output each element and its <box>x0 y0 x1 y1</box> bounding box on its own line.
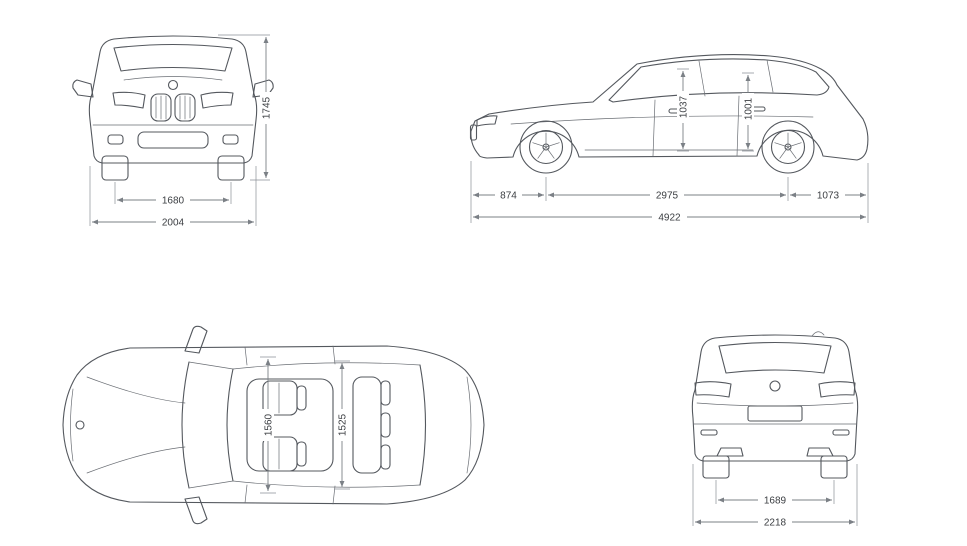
label-bg <box>336 409 348 441</box>
windshield-base <box>181 361 190 489</box>
windshield <box>113 43 233 72</box>
label-bg <box>811 189 845 201</box>
label-bg <box>742 93 754 125</box>
front-wheel-right <box>217 155 245 181</box>
a-pillar-bottom <box>188 480 234 489</box>
dim-track-width: 1680 <box>162 196 185 207</box>
front-dimensions: 1745 1680 2004 <box>89 34 273 229</box>
label-bg <box>260 92 272 124</box>
kidney-grille-side <box>469 124 478 141</box>
label-bg <box>495 189 522 201</box>
grille-slats <box>155 95 191 120</box>
rear-dimensions: 1689 2218 <box>692 464 858 529</box>
front-edge-line <box>70 388 74 462</box>
kidney-grille-left <box>150 93 172 122</box>
label-bg <box>677 91 689 123</box>
front-door-seam <box>652 99 656 157</box>
windshield-top <box>226 368 234 482</box>
rear-bench <box>352 376 391 474</box>
headlight-left <box>112 91 146 109</box>
roof-rail-top <box>232 362 421 370</box>
headlight-right <box>200 91 234 109</box>
label-bg <box>650 189 684 201</box>
dim-front-interior-height: 1037 <box>679 95 690 118</box>
dim-overall-length: 4922 <box>658 213 681 224</box>
rear-body-outline <box>691 334 859 462</box>
label-bg <box>652 211 687 223</box>
dim-rear-overhang: 1073 <box>817 191 840 202</box>
dim-wheelbase: 2975 <box>656 191 679 202</box>
dim-overall-height: 1745 <box>262 96 273 119</box>
license-plate-recess <box>747 405 803 422</box>
fog-lamp-left <box>107 134 124 145</box>
taillight-left <box>694 381 732 398</box>
lower-intake <box>137 131 209 149</box>
rear-door-seam <box>736 95 740 157</box>
dim-overall-width: 2004 <box>162 218 185 229</box>
side-dimensions: 1037 1001 874 2975 1073 4922 <box>470 68 869 224</box>
bmw-roundel-icon <box>769 380 781 392</box>
dim-front-overhang: 874 <box>500 191 517 202</box>
reflector-left <box>700 429 718 436</box>
top-car <box>62 325 485 525</box>
label-bg <box>758 516 792 528</box>
kidney-grille-right <box>174 93 196 122</box>
label-bg <box>262 409 274 441</box>
b-pillar <box>698 60 706 97</box>
bmw-roundel-icon <box>75 420 85 430</box>
mirror-bottom <box>184 496 208 525</box>
glasshouse <box>608 58 830 103</box>
sunroof <box>246 378 334 472</box>
front-wheel-left <box>101 155 129 181</box>
front-seats <box>262 380 307 472</box>
rear-wheel-left <box>702 455 730 479</box>
c-pillar <box>766 59 774 93</box>
headlight-side <box>476 115 498 127</box>
rear-window-edge <box>419 364 427 486</box>
dim-rear-interior-width: 1525 <box>338 413 349 436</box>
fog-lamp-right <box>222 134 239 145</box>
door-seams <box>244 345 336 505</box>
label-bg <box>156 216 190 228</box>
mirror-top <box>184 325 208 354</box>
front-wheel <box>519 120 573 174</box>
dim-rear-interior-height: 1001 <box>744 97 755 120</box>
top-body-outline <box>62 345 485 505</box>
rear-wheel-right <box>820 455 848 479</box>
taillight-right <box>818 381 856 398</box>
rear-window <box>718 341 832 374</box>
front-car <box>72 35 274 181</box>
label-bg <box>156 194 190 206</box>
mirror-left <box>72 79 94 98</box>
rear-car <box>691 331 859 479</box>
side-car <box>469 54 869 174</box>
side-body-outline <box>470 54 869 161</box>
exhaust-left <box>716 447 744 457</box>
front-body-outline <box>88 35 258 164</box>
front-wheel-spokes <box>532 132 560 159</box>
side-view: 1037 1001 874 2975 1073 4922 <box>469 54 869 224</box>
dim-front-interior-width: 1560 <box>264 413 275 436</box>
rear-wheel <box>761 120 815 174</box>
hood-crease-bottom <box>86 446 186 474</box>
hood-crease <box>123 76 223 81</box>
a-pillar-top <box>188 361 234 370</box>
top-dimensions: 1560 1525 <box>260 356 350 494</box>
roof-rail-bottom <box>232 480 421 488</box>
reflector-right <box>832 429 850 436</box>
hood-crease-top <box>86 376 186 404</box>
exhaust-right <box>806 447 834 457</box>
top-view: 1560 1525 <box>62 325 485 525</box>
bmw-roundel-icon <box>167 79 179 91</box>
rear-wheel-spokes <box>774 132 802 159</box>
label-bg <box>758 494 792 506</box>
front-view: 1745 1680 2004 <box>72 34 274 229</box>
rear-view: 1689 2218 <box>691 331 859 529</box>
shark-fin-antenna <box>811 331 825 337</box>
dim-rear-track: 1689 <box>764 496 787 507</box>
tailgate-edge <box>466 376 472 474</box>
dim-rear-overall-width: 2218 <box>764 518 787 529</box>
